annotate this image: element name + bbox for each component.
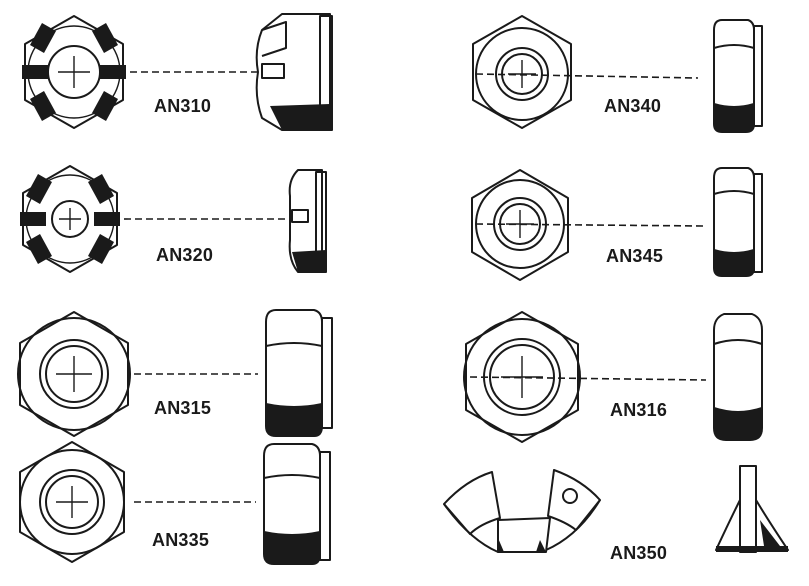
an335-side-view bbox=[263, 443, 331, 565]
label-an340: AN340 bbox=[604, 96, 662, 116]
an345-centerline bbox=[475, 223, 705, 227]
label-an315: AN315 bbox=[154, 398, 212, 418]
an320-side-view bbox=[288, 169, 327, 273]
label-an316: AN316 bbox=[610, 400, 668, 420]
an335-top-view bbox=[19, 441, 125, 563]
an315-side-view bbox=[265, 309, 333, 437]
label-an320: AN320 bbox=[156, 245, 214, 265]
label-an310: AN310 bbox=[154, 96, 212, 116]
label-an350: AN350 bbox=[610, 543, 668, 563]
an320-top-view bbox=[20, 165, 120, 273]
an340-side-view bbox=[713, 19, 763, 133]
an350-side-view bbox=[715, 465, 789, 553]
an310-top-view bbox=[22, 15, 126, 129]
an310-side-view bbox=[255, 13, 333, 131]
an316-side-view bbox=[713, 313, 763, 441]
an340-centerline bbox=[475, 73, 699, 79]
an350-top-view bbox=[443, 469, 601, 553]
an345-side-view bbox=[713, 167, 763, 277]
an315-top-view bbox=[17, 311, 131, 437]
label-an335: AN335 bbox=[152, 530, 210, 550]
label-an345: AN345 bbox=[606, 246, 664, 266]
an340-top-view bbox=[472, 15, 572, 129]
an316-centerline bbox=[469, 376, 707, 381]
